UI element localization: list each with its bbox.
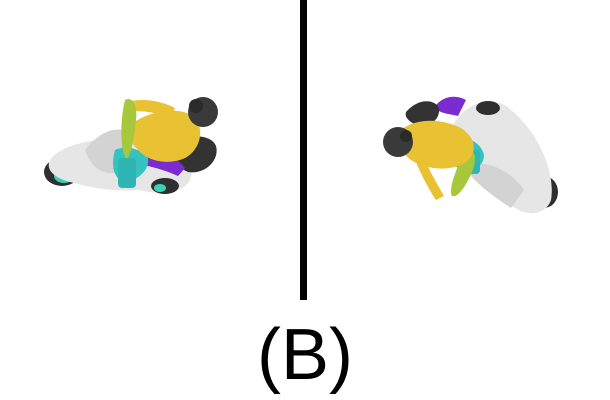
panel-divider — [300, 0, 307, 300]
right-panel — [306, 0, 606, 300]
figure-caption: (B) — [257, 315, 353, 395]
motorcycle-rider-left-icon — [44, 97, 218, 194]
left-panel — [0, 0, 300, 300]
motorcycle-rider-right-icon — [383, 96, 558, 214]
